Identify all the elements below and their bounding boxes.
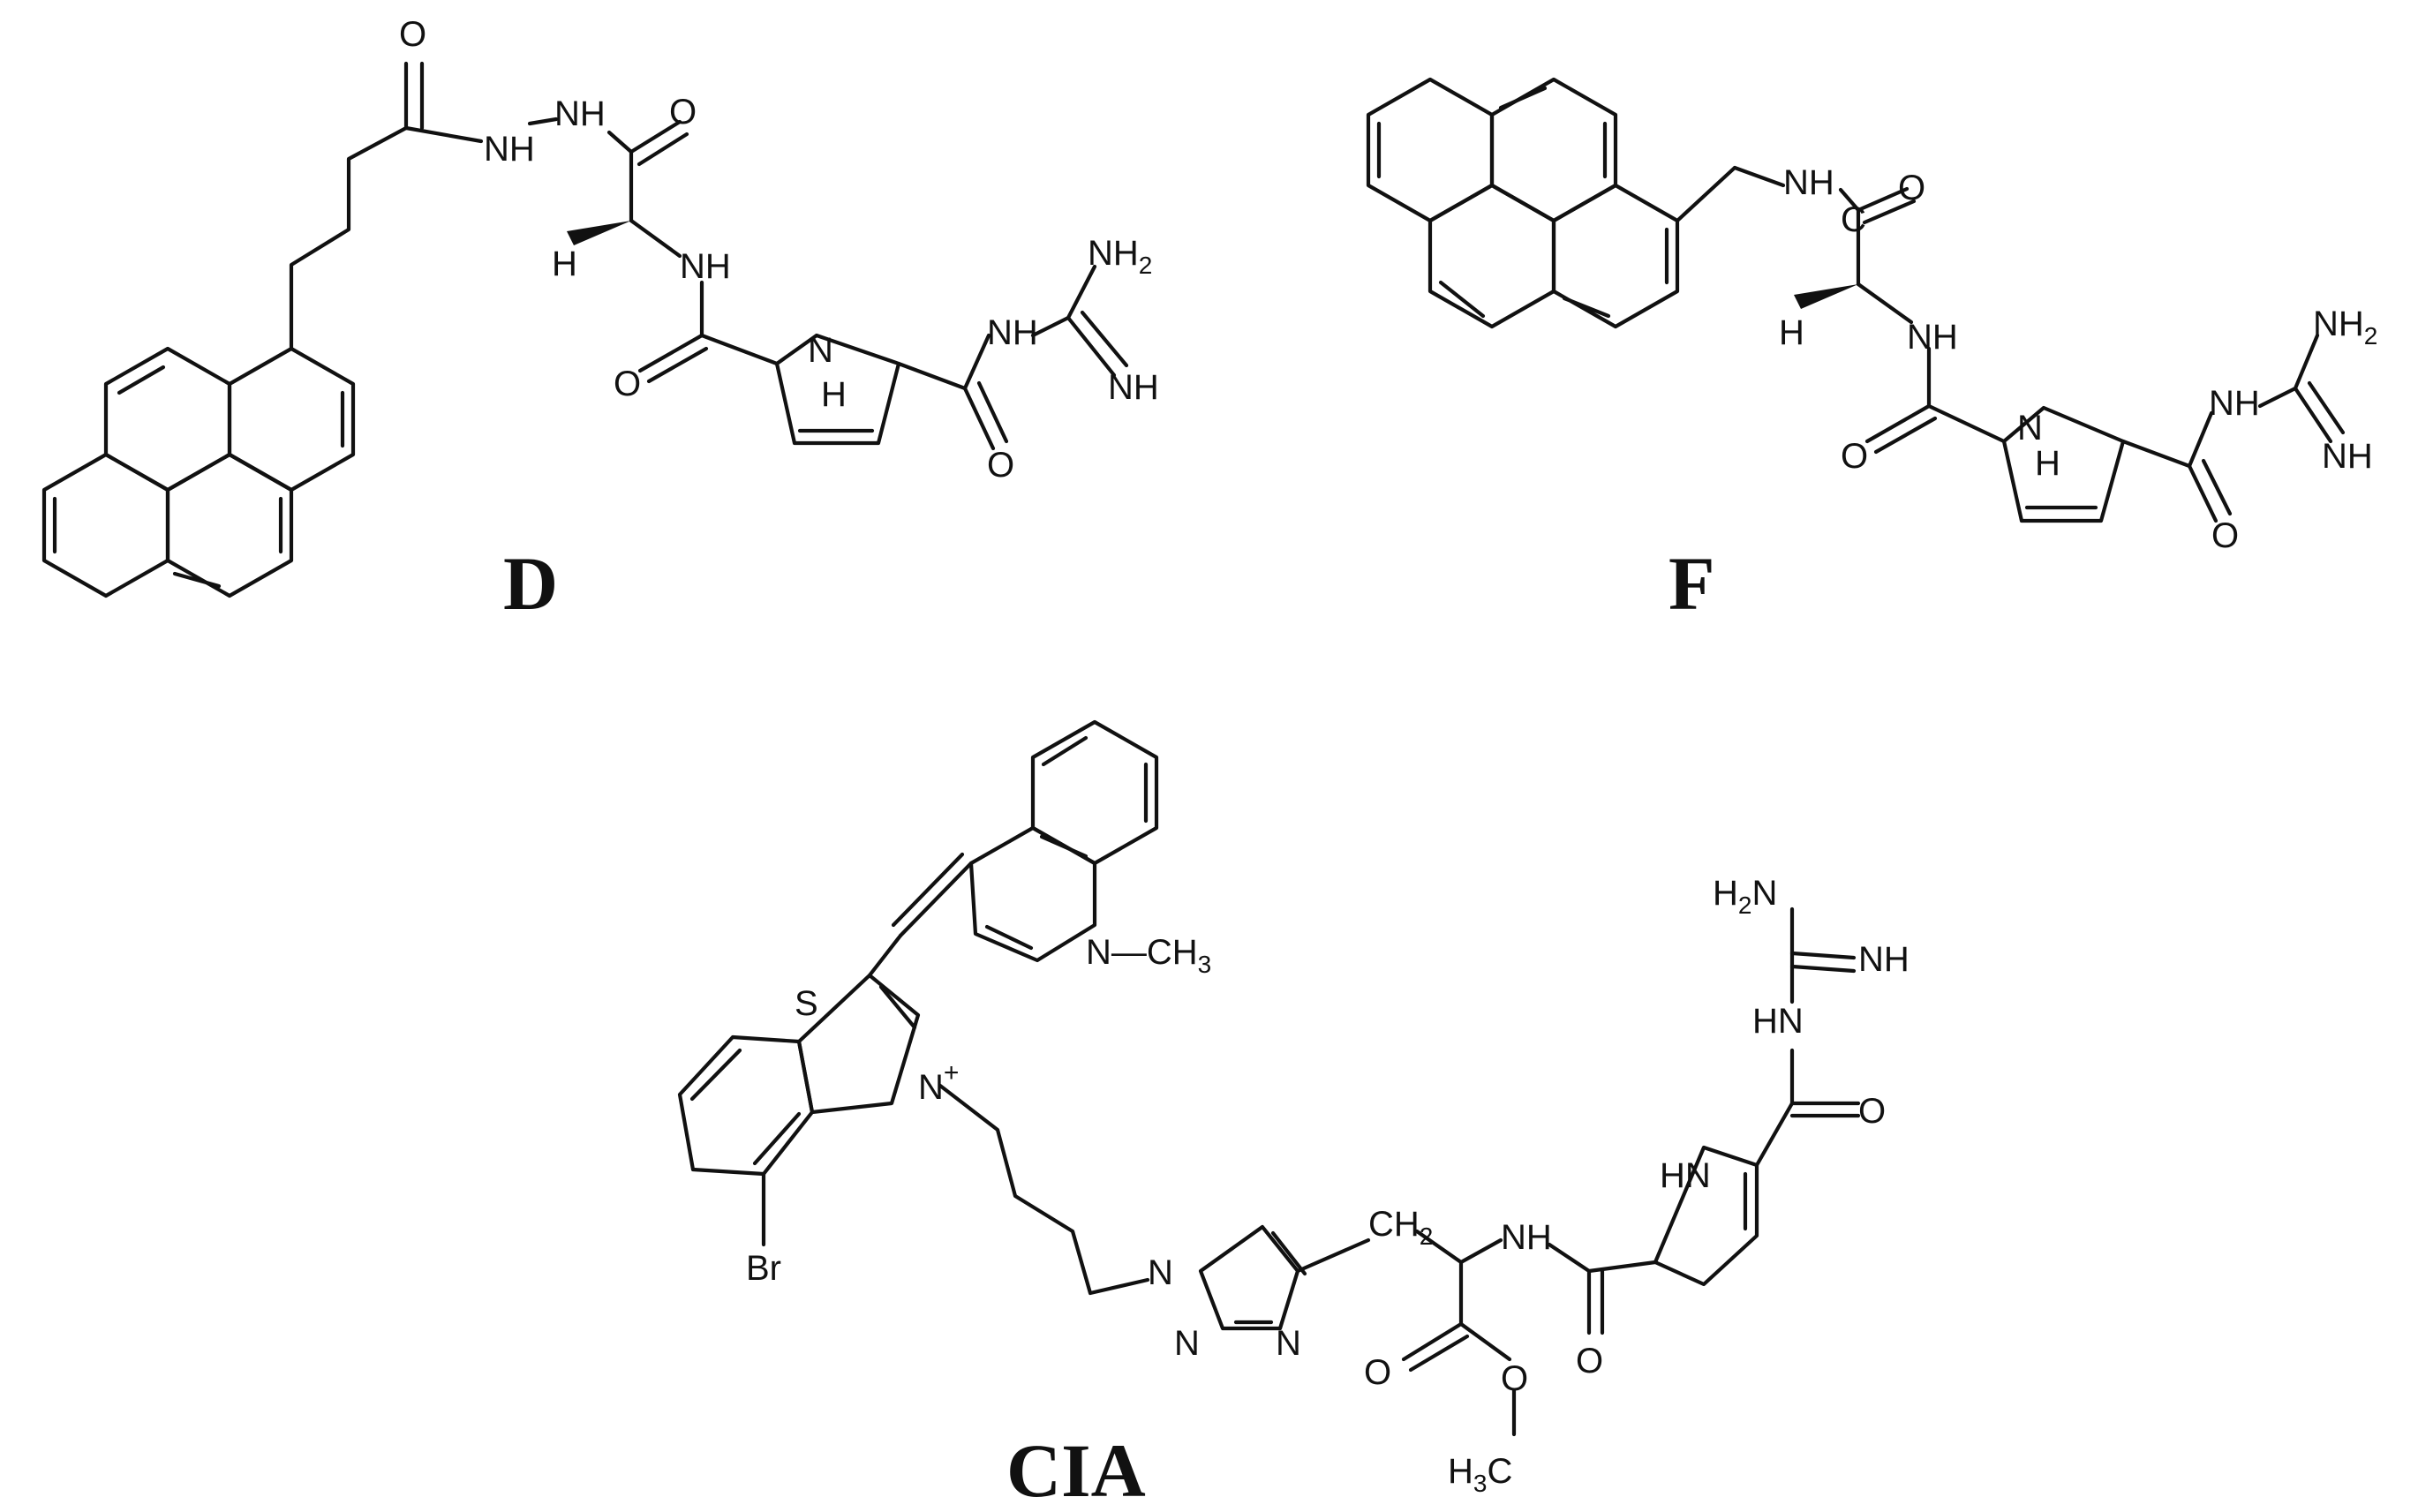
d-carbonyl-o: O — [399, 15, 426, 54]
f-pyrrole-n: N — [2017, 409, 2043, 448]
cia-methoxy: H3C — [1448, 1452, 1512, 1497]
f-amide-nh-2: NH — [1907, 318, 1958, 357]
cia-guanidine-h2n: H2N — [1713, 874, 1777, 919]
compound-d-pyrene — [41, 346, 356, 598]
compound-f-label: F — [1668, 541, 1715, 626]
f-amide-nh-1: NH — [1783, 163, 1834, 202]
cia-amide-o-2: O — [1858, 1092, 1886, 1131]
compound-cia-structure: S N+ Br N—CH3 N N N CH2 NH O O H3C O HN … — [677, 719, 1910, 1512]
f-pyrrole-h: H — [2035, 444, 2060, 483]
cia-triazole-n1: N — [1148, 1253, 1173, 1292]
cia-quinoline — [867, 719, 1159, 978]
cia-bromine: Br — [746, 1249, 781, 1288]
cia-pyrrole-hn: HN — [1660, 1156, 1711, 1195]
d-hydrazide-nh-1: NH — [484, 130, 535, 169]
f-amide-o-2: O — [1841, 437, 1868, 476]
cia-ch2: CH2 — [1368, 1205, 1433, 1250]
d-amide-o-2: O — [614, 365, 641, 403]
d-guanidine-nh2: NH2 — [1088, 234, 1152, 279]
cia-triazole-n3: N — [1276, 1324, 1301, 1363]
compound-f-pyrene — [1366, 77, 1680, 329]
cia-amide-o: O — [1576, 1342, 1603, 1380]
cia-acyl-hn: HN — [1752, 1002, 1804, 1041]
f-amide-o-3: O — [2211, 516, 2239, 555]
compound-d-structure: O NH NH O H NH O N H O NH NH2 NH D — [41, 15, 1159, 626]
d-amide-o-1: O — [669, 93, 697, 132]
d-alpha-h: H — [552, 244, 577, 283]
d-pyrrole-n: N — [808, 331, 833, 370]
compound-f-structure: NH O C H NH O N H O NH NH2 NH F — [1366, 77, 2377, 626]
f-guanidine-imine: NH — [2322, 437, 2373, 476]
d-acyl-nh: NH — [987, 313, 1038, 352]
f-amide-o-1: O — [1898, 169, 1925, 207]
cia-benzothiazole — [677, 973, 921, 1247]
f-guanidine-nh2: NH2 — [2313, 305, 2377, 350]
cia-amide-nh: NH — [1501, 1218, 1552, 1257]
compound-d-label: D — [503, 541, 558, 626]
cia-sulfur: S — [795, 984, 818, 1023]
cia-ester-o: O — [1501, 1359, 1528, 1398]
cia-guanidine-imine: NH — [1858, 940, 1910, 979]
d-amide-nh: NH — [680, 247, 731, 286]
cia-thiazolium-n: N+ — [918, 1058, 959, 1107]
d-amide-o-3: O — [987, 446, 1014, 485]
cia-triazole — [1198, 1224, 1371, 1331]
f-alpha-h: H — [1779, 313, 1804, 352]
d-pyrrole-h: H — [821, 375, 847, 414]
compound-cia-label: CIA — [1006, 1428, 1146, 1512]
d-guanidine-imine: NH — [1108, 368, 1159, 407]
f-carbonyl-c: C — [1841, 200, 1866, 239]
cia-n-methyl: N—CH3 — [1086, 933, 1211, 978]
cia-triazole-n2: N — [1174, 1324, 1200, 1363]
cia-ester-o-carbonyl: O — [1364, 1353, 1391, 1392]
f-acyl-nh: NH — [2209, 384, 2260, 423]
d-hydrazide-nh-2: NH — [554, 94, 606, 133]
